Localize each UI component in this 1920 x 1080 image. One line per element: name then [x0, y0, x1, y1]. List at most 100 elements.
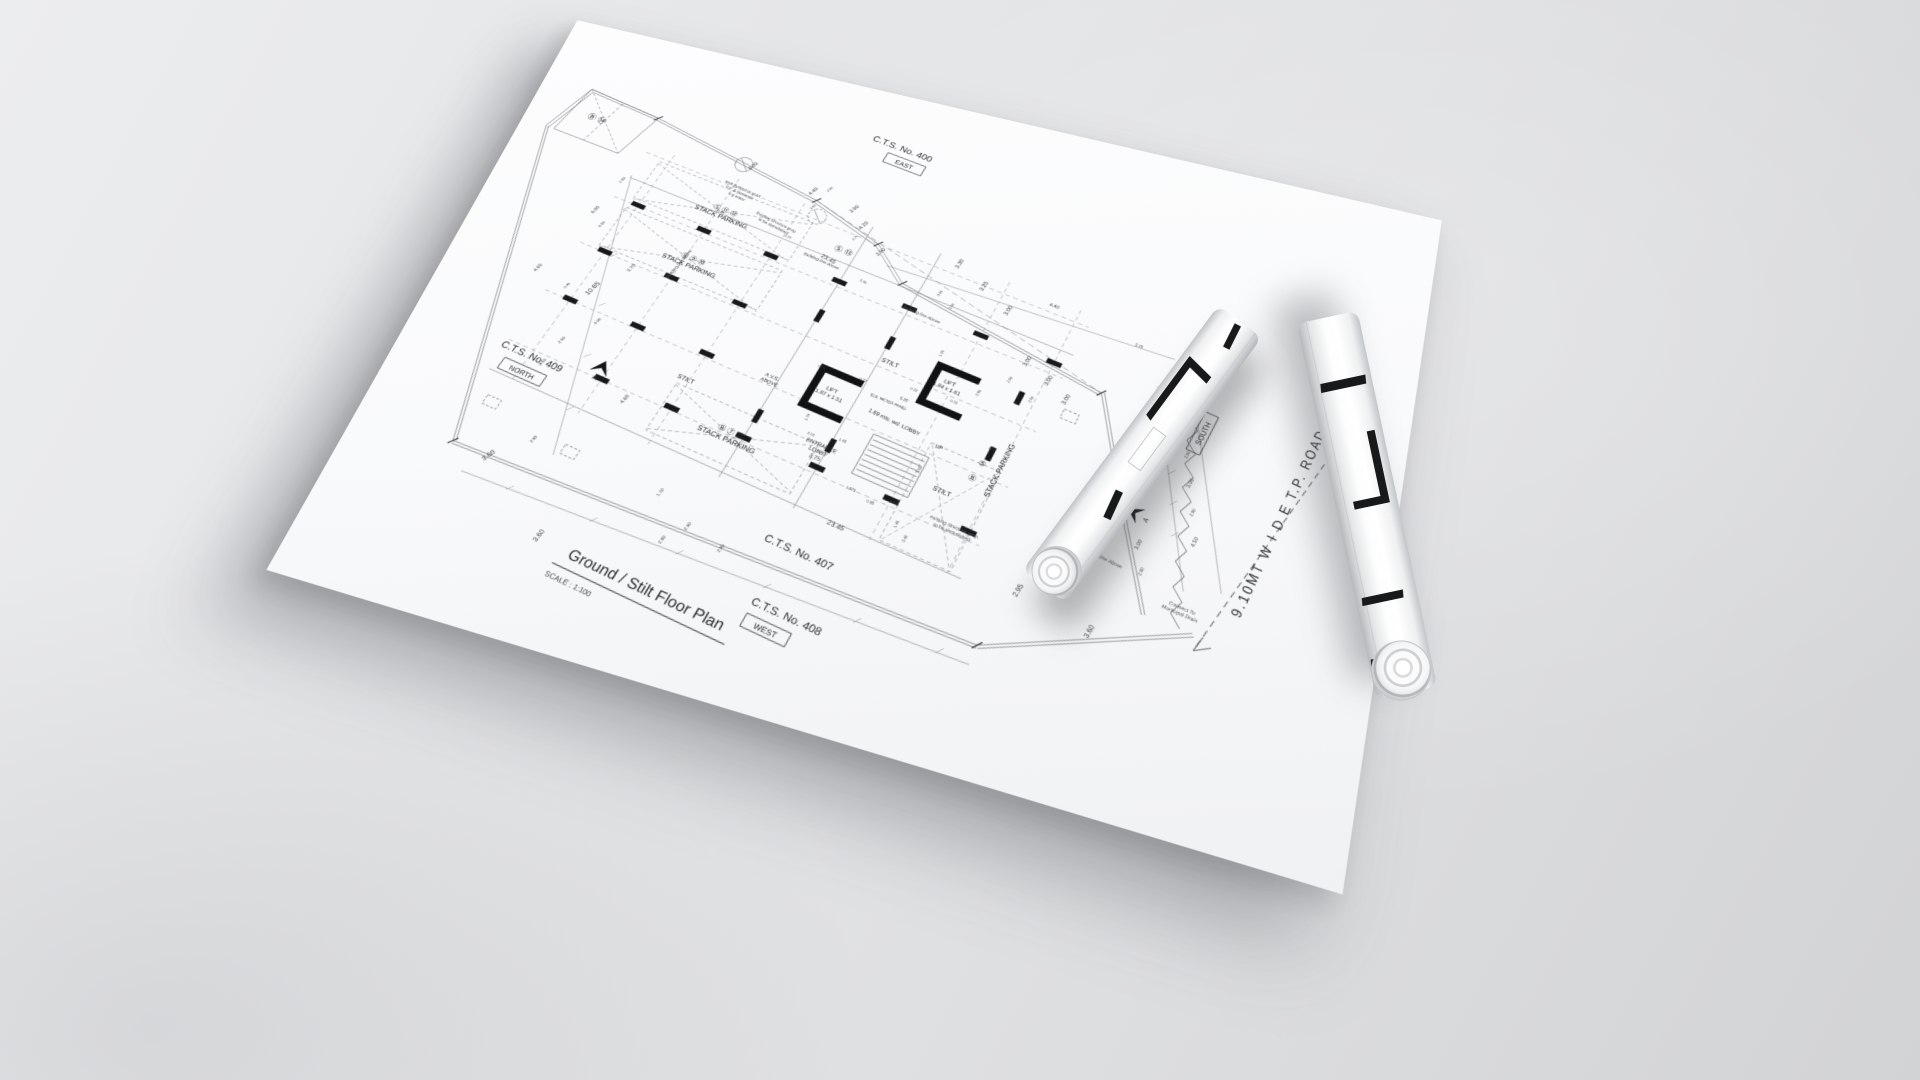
room-label: STILT [880, 357, 900, 370]
dim-label: 3.60 [809, 204, 817, 210]
room-label: 1.69 mts. wd. LOBBY [867, 408, 922, 438]
printed-thin-box [1127, 426, 1167, 472]
plot-b14-wedge [549, 86, 664, 159]
dim-label: 2.50 [556, 335, 567, 344]
floor-plan-drawing: C.T.S. No. 400 EAST C.T.S. No. 409 NORTH… [266, 20, 1441, 894]
dim-label: 3.90 [875, 247, 887, 257]
dim-label: 6.00 [748, 162, 760, 171]
dim-label: 2.50 [1188, 507, 1197, 518]
room-label: ⑤ [977, 459, 988, 469]
note-label: tank flushed to gr.lvlF.F. & Domesticu.g… [718, 179, 761, 206]
dim-label: 1.65 [838, 437, 847, 444]
dim-label: 3.00 [1061, 394, 1073, 406]
dim-label: 2.50 [537, 357, 548, 366]
dim-label: 2.50 [948, 303, 956, 310]
printed-wall-mark [1184, 356, 1212, 384]
dim-label: 3.60 [1082, 623, 1097, 640]
dim-label: 4.65 [532, 263, 544, 273]
dim-label: 2.85 [715, 542, 726, 553]
dim-label: 4.40 [1048, 302, 1060, 311]
parking-bay-diagonals [505, 162, 1074, 572]
room-label: Ⓑ [966, 473, 977, 484]
dim-label: 2.70 [851, 235, 859, 242]
dim-label: 3.70 [626, 263, 638, 273]
dim-label: 0.23 [858, 377, 867, 383]
dim-label: 3.00 [1003, 305, 1015, 317]
note-label: Building line Above [902, 304, 941, 324]
dim-label: 2.95 [1011, 582, 1026, 598]
scale-label: SCALE : 1:100 [543, 570, 593, 599]
dim-label: 0.90 [975, 389, 983, 397]
north-box-label: NORTH [507, 365, 535, 382]
dim-label: 5.10 [784, 234, 792, 240]
room-label: UP [934, 443, 944, 452]
grid-dashed-lines [485, 142, 1095, 584]
dim-label: 4.20 [858, 221, 870, 231]
dim-label: 1.575 [845, 485, 856, 493]
dim-label: 6.00 [590, 205, 602, 215]
dim-label: 2.50 [1027, 396, 1035, 404]
dim-label: 5.20 [899, 395, 910, 403]
dim-label: 2.10 [806, 431, 815, 438]
dim-label: 2.50 [682, 521, 693, 532]
dim-label: 0.23 [949, 399, 958, 406]
dim-label: 3.90 [849, 205, 861, 215]
dim-label: 4.05 [592, 316, 602, 325]
dim-label: 3.75 [1134, 342, 1145, 350]
dim-label: 4.50 [1190, 536, 1201, 549]
dim-label: 5.55 [597, 220, 607, 228]
printed-wall-mark [1353, 494, 1390, 510]
room-label: A.V.S.ABOVE [759, 371, 783, 389]
printed-wall-mark [1320, 374, 1367, 394]
dim-label: 1.10 [655, 487, 666, 497]
dim-label: 3.00 [1043, 375, 1055, 387]
staircase [852, 434, 929, 498]
north-arrow-letter-road: A [1141, 515, 1151, 524]
grid-solid-lines [486, 142, 1094, 585]
dim-label: 4.60 [619, 394, 632, 405]
dim-label: 3.60 [531, 528, 547, 544]
dim-label: 3.40 [901, 534, 909, 543]
east-box-label: EAST [893, 160, 914, 172]
plot-label-east: C.T.S. No. 400 [871, 135, 935, 165]
dim-label: 3.25 [979, 281, 991, 292]
printed-wall-mark [1361, 589, 1404, 607]
dim-label: 4.40 [808, 187, 820, 197]
dim-label: 3.30 [954, 259, 966, 270]
room-label: LIFT1.87 x 1.51 [814, 382, 847, 404]
dim-label: 1.06 [938, 350, 945, 358]
printed-wall-mark [1223, 323, 1241, 350]
dim-label: 3.00 [1133, 539, 1144, 552]
note-label: existing structure prop.to be demolished [926, 514, 980, 545]
dim-label: 5.30 [859, 279, 868, 285]
dim-label: 0.55 [716, 209, 724, 215]
dim-label: 2.95 [826, 186, 834, 192]
blueprint-sheet: C.T.S. No. 400 EAST C.T.S. No. 409 NORTH… [266, 20, 1442, 895]
room-label: Ⓑ ⑦ ⑧STACK PARKING [695, 416, 761, 456]
dim-label: 3.40 [563, 282, 571, 289]
dim-label: 3.00 [1185, 477, 1196, 489]
dim-label: 0.95 [866, 499, 875, 506]
dim-label: 2.85 [528, 434, 539, 444]
room-label: Ⓑ ⑭ [586, 112, 609, 126]
columns [562, 200, 1063, 538]
dim-label: 2.90 [657, 534, 668, 545]
plot-boundary [355, 84, 1276, 707]
room-label: STILT [676, 373, 696, 386]
dim-label: 1.46 [892, 520, 900, 529]
dim-label: 3.00 [1022, 356, 1034, 368]
room-label: ⑥ [987, 445, 998, 455]
dim-label: 2.50 [1183, 449, 1192, 459]
dim-label: 1.50 [915, 466, 923, 474]
dim-label: 1.575 [888, 499, 899, 507]
title-block: Ground / Stilt Floor Plan SCALE : 1:100 [543, 546, 728, 660]
dim-label: 2.50 [1006, 376, 1014, 384]
dim-label: 1.74 [804, 413, 812, 421]
room-label: Ⓢ ⑬ [833, 244, 855, 258]
dim-label: 3.15 [936, 290, 944, 297]
dim-label: 23.45 [825, 519, 846, 533]
dim-label: 2.50 [1136, 566, 1146, 577]
dim-label: 10.65 [584, 281, 602, 297]
north-arrow-letter: A [590, 374, 599, 382]
